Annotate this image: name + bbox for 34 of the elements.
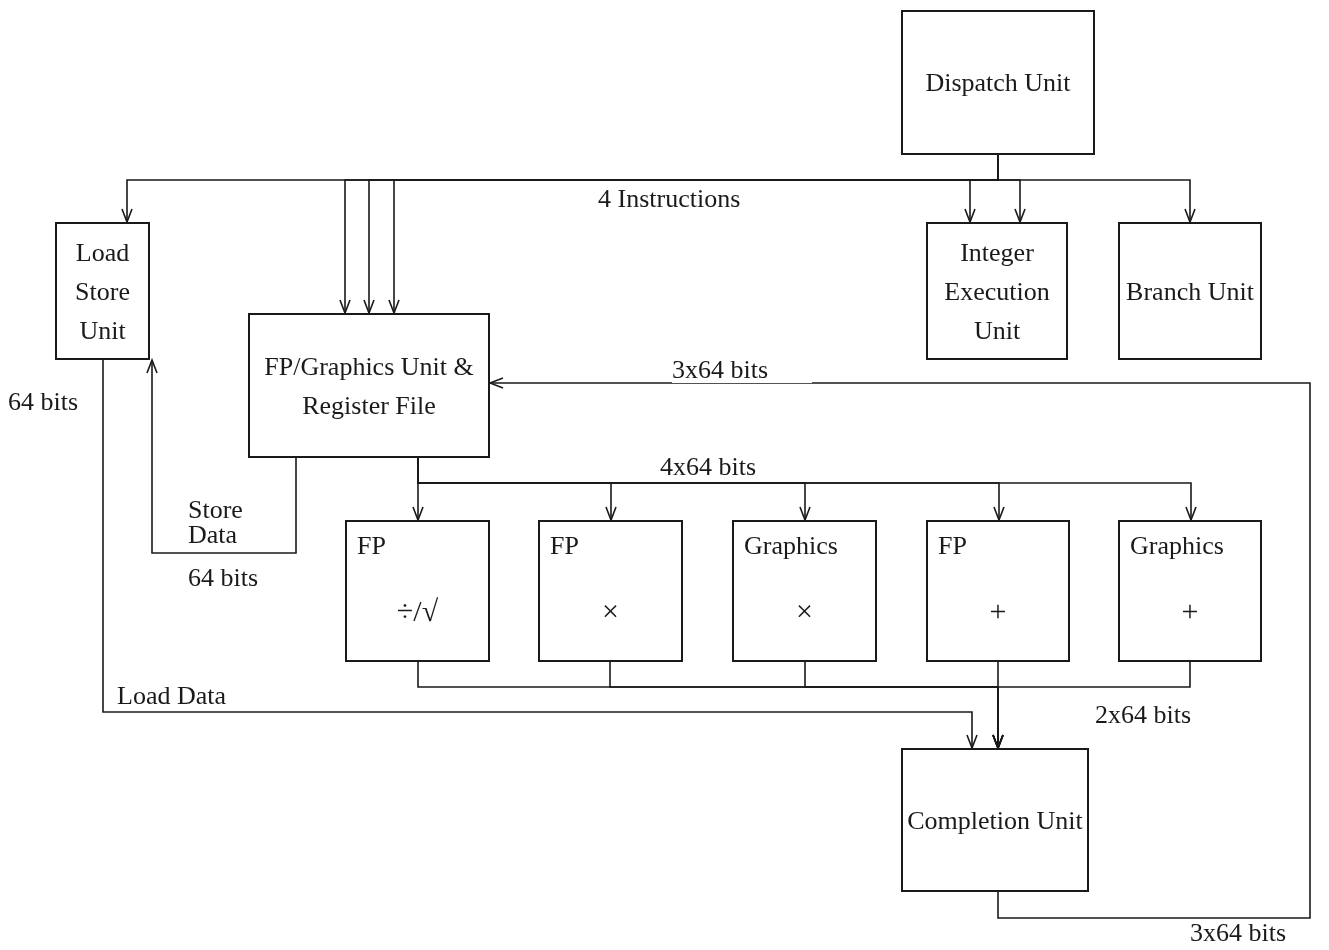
- connector-arrow: [417, 457, 1197, 521]
- connector-arrow: [146, 359, 297, 554]
- unit-label: FP: [357, 530, 386, 562]
- operation-symbol: ×: [796, 594, 813, 628]
- unit-box: [901, 10, 1095, 155]
- unit-label: FP/Graphics Unit & Register File: [263, 350, 475, 422]
- connector-arrow: [489, 377, 1311, 919]
- unit-label: Graphics: [1130, 530, 1224, 562]
- operation-symbol: +: [989, 594, 1007, 628]
- unit-box: [345, 520, 490, 662]
- connector-arrow: [997, 154, 1196, 223]
- unit-label: FP: [550, 530, 579, 562]
- edge-label: 3x64 bits: [672, 358, 812, 383]
- connector-arrow: [102, 359, 978, 749]
- unit-label: Dispatch Unit: [924, 67, 1072, 99]
- unit-box: [248, 313, 490, 458]
- unit-box: [538, 520, 683, 662]
- unit-box: [926, 520, 1070, 662]
- operation-symbol: +: [1181, 594, 1199, 628]
- unit-label: Branch Unit: [1125, 275, 1255, 308]
- unit-box: [901, 748, 1089, 892]
- unit-label: Completion Unit: [906, 804, 1084, 837]
- unit-box: [55, 222, 150, 360]
- unit-label: Load Store Unit: [74, 236, 131, 347]
- connector-arrow: [992, 661, 1191, 749]
- unit-label: Integer Execution Unit: [943, 236, 1051, 347]
- operation-symbol: ÷/√: [396, 594, 439, 628]
- unit-box: [732, 520, 877, 662]
- unit-label: Graphics: [744, 530, 838, 562]
- unit-box: [1118, 222, 1262, 360]
- unit-box: [926, 222, 1068, 360]
- operation-symbol: ×: [602, 594, 619, 628]
- unit-label: FP: [938, 530, 967, 562]
- unit-box: [1118, 520, 1262, 662]
